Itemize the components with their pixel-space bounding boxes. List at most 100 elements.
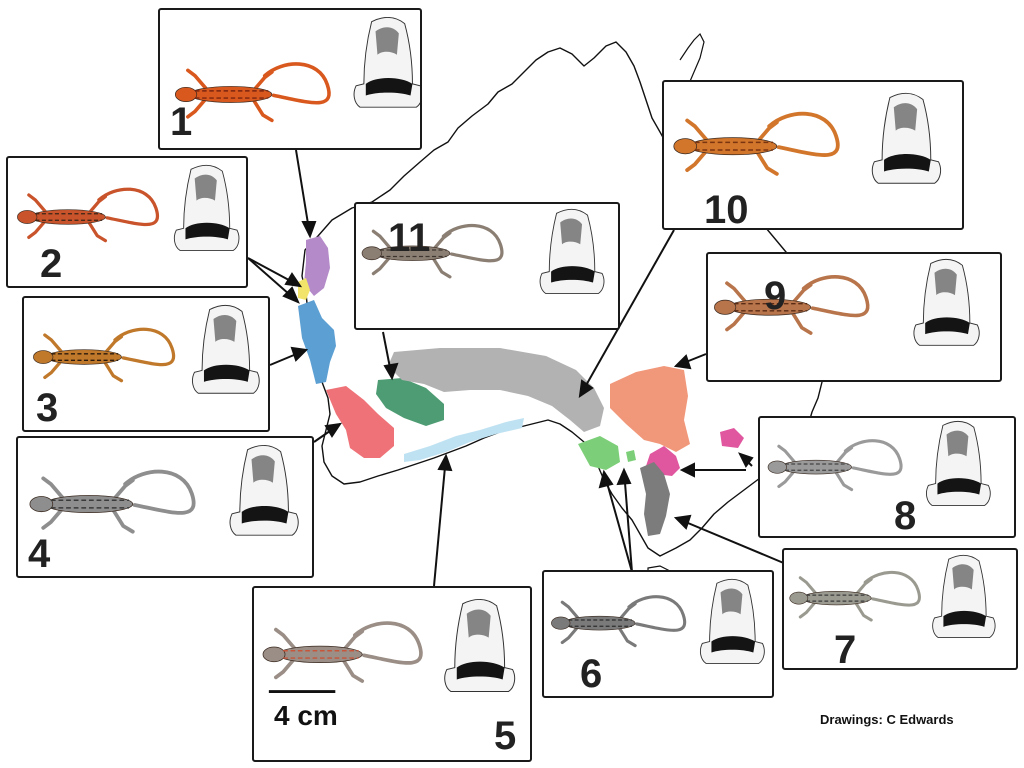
lizard-tail [843,439,903,476]
species-panel-6: 6 [542,570,774,698]
lizard-stripes [194,90,269,99]
lizard-dorsal-view [174,17,420,123]
throat-dark-patch [241,506,289,524]
lizard-stripes [379,249,447,258]
lizard-tail [627,595,687,632]
lizard-body [30,209,106,225]
lizard-body [46,349,122,365]
lizard-stripes [51,353,119,361]
lizard-legs [685,118,779,176]
lizard-head [174,86,198,102]
drawings-credit: Drawings: C Edwards [820,712,954,727]
throat-dark-patch [943,610,987,627]
lizard-stripes [50,499,129,509]
range-species-11b [388,348,604,432]
species-panel-2: 2 [6,156,248,288]
panel-label: 6 [580,652,603,696]
range-species-8b [720,428,744,448]
lizard-dorsal-view [29,445,299,536]
throat-marking [952,564,974,590]
lizard-head [33,350,54,364]
panel-label: 8 [894,494,917,538]
throat-dark-patch [203,364,250,382]
lizard-tail [113,327,176,367]
lizard-dorsal-view [789,554,996,638]
range-species-1 [304,236,330,296]
lizard-tail [767,111,840,157]
lizard-body [563,615,636,631]
lizard-dorsal-view [17,164,240,251]
throat-dark-patch [365,78,413,96]
panel-label: 2 [40,242,63,286]
throat-dark-patch [551,266,595,283]
range-species-2 [298,278,310,300]
lizard-dorsal-view [262,599,516,694]
lizard-tail [97,187,160,227]
panel-label: 11 [388,216,431,260]
throat-marking [560,218,583,245]
range-species-3 [298,300,336,384]
species-panel-1: 1 [158,8,422,150]
range-species-11 [376,378,444,426]
lizard-tail [863,570,921,607]
lizard-dorsal-view [361,209,605,294]
panel-label: 4 [28,532,51,576]
range-species-6b [626,450,636,462]
species-panel-4: 4 [16,436,314,578]
pointer-arrows [247,149,787,587]
lizard-stripes [785,463,849,471]
lizard-tail [123,469,196,515]
range-species-4 [326,386,394,458]
lizard-dorsal-view [33,305,260,394]
lizard-legs [798,576,873,622]
coastline [301,41,823,557]
species-panel-3: 3 [22,296,270,432]
throat-marking [466,609,491,638]
species-panel-9: 9 [706,252,1002,382]
lizard-head [361,246,382,261]
lizard-dorsal-view [714,259,980,346]
lizard-body [189,86,273,103]
lizard-legs [41,476,135,534]
lizard-head [262,646,286,663]
throat-dark-patch [456,661,505,680]
lizard-dorsal-view [767,421,991,506]
throat-marking [934,268,957,296]
lizard-head [17,210,38,224]
throat-dark-patch [711,636,756,653]
throat-marking [251,455,275,483]
lizard-stripes [283,649,359,659]
lizard-head [551,616,571,630]
lizard-legs [560,600,637,648]
throat-marking [375,27,399,55]
lizard-legs [274,627,365,683]
throat-marking [194,174,217,201]
lizard-stripes [734,302,808,312]
lizard-legs [43,333,124,383]
lizard-legs [725,281,813,335]
scale-bar-label: 4 cm [274,700,338,731]
panel-label: 7 [834,628,857,670]
throat-marking [720,588,743,615]
lizard-legs [371,229,452,279]
species-panel-11: 11 [354,202,620,330]
lizard-body [801,591,872,606]
lizard-stripes [806,594,869,602]
species-panel-7: 7 [782,548,1018,670]
lizard-dorsal-view [673,92,942,184]
range-species-9 [610,366,690,452]
lizard-tail [801,275,870,318]
lizard-head [29,496,54,513]
lizard-body [780,459,852,475]
throat-marking [893,103,918,131]
lizard-head [673,138,698,155]
species-panel-5: 4 cm 5 [252,586,532,762]
range-species-7 [640,462,670,536]
throat-dark-patch [185,222,230,240]
lizard-stripes [694,141,774,151]
lizard-dorsal-view [551,578,765,664]
panel-label: 9 [764,274,787,318]
throat-marking [213,314,237,342]
throat-dark-patch [937,478,982,495]
